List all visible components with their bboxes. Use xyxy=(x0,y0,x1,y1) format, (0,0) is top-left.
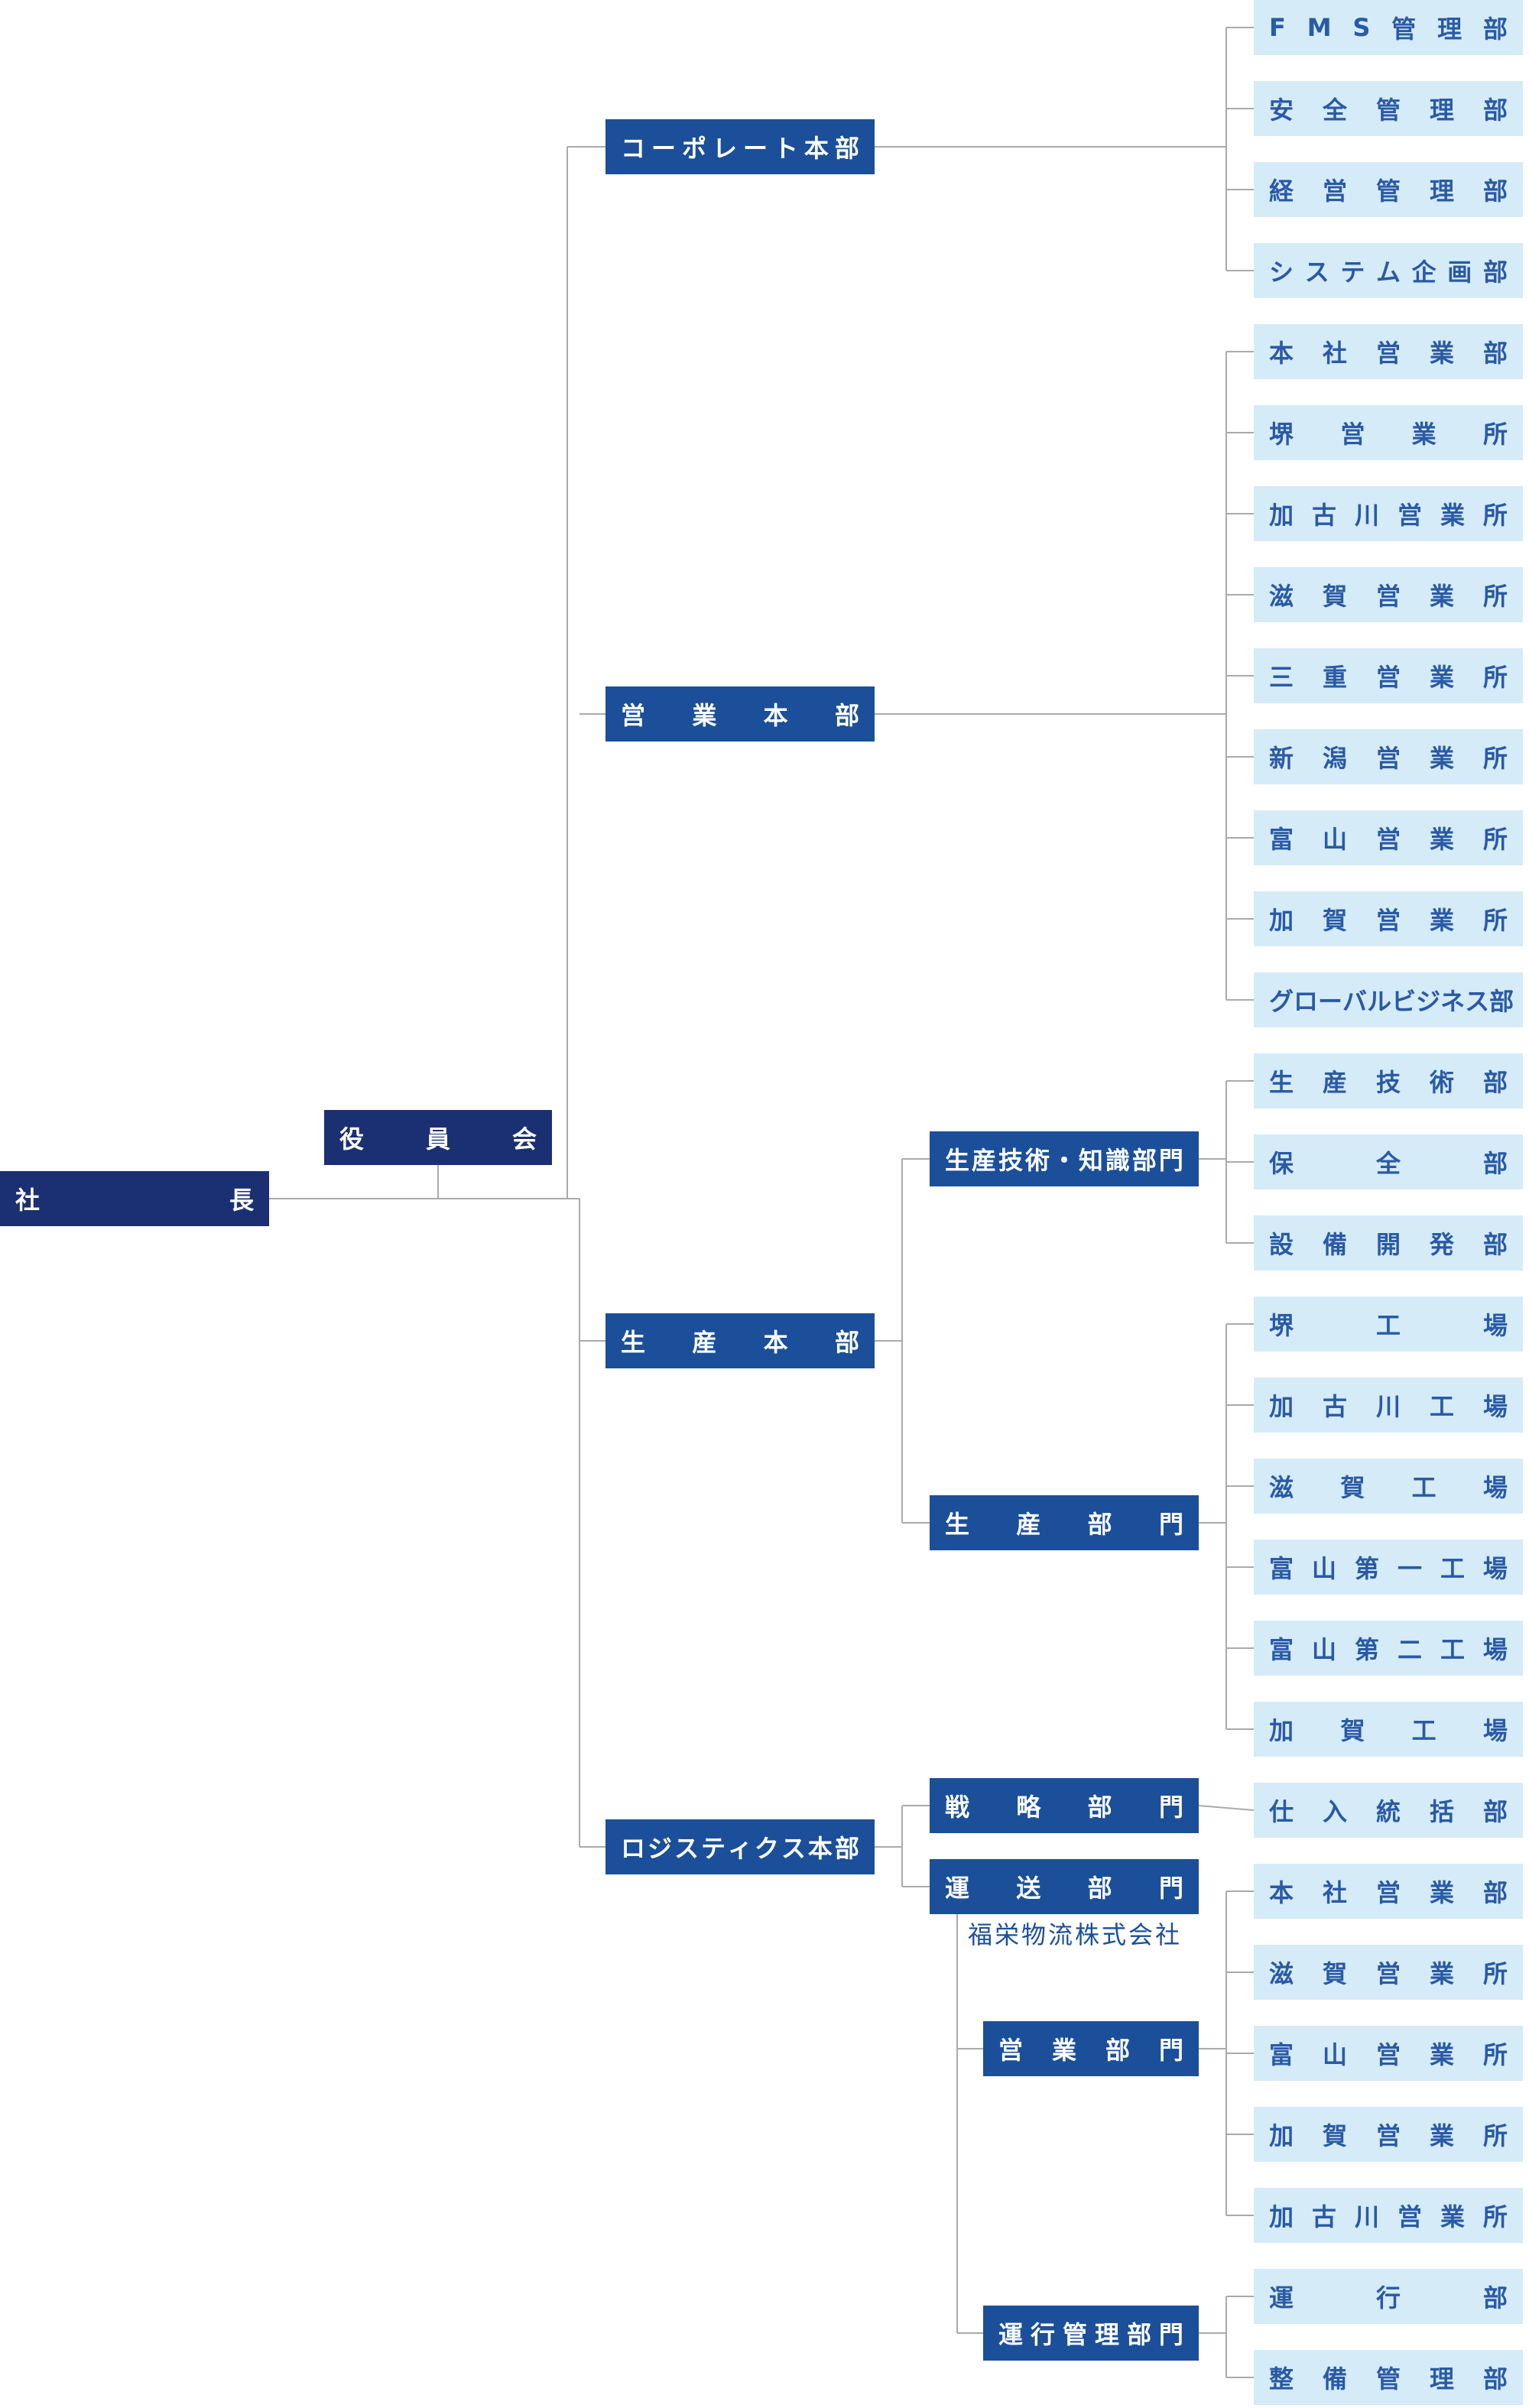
department-box: 安全管理部 xyxy=(1254,81,1523,136)
department-box: 加古川営業所 xyxy=(1254,2188,1523,2243)
department-box: 富山営業所 xyxy=(1254,810,1523,865)
section-tech-knowledge: 生産技術・知識部門 xyxy=(930,1131,1199,1186)
department-box: 保全部 xyxy=(1254,1134,1523,1189)
department-box: 滋賀営業所 xyxy=(1254,1945,1523,2000)
division-sales: 営業本部 xyxy=(605,686,875,742)
department-box: 経営管理部 xyxy=(1254,162,1523,217)
department-box: システム企画部 xyxy=(1254,243,1523,298)
department-box: 本社営業部 xyxy=(1254,324,1523,379)
department-box: 運行部 xyxy=(1254,2269,1523,2324)
section-fukuei-sales: 営業部門 xyxy=(983,2021,1199,2076)
department-box: 三重営業所 xyxy=(1254,648,1523,703)
department-box: 堺工場 xyxy=(1254,1296,1523,1352)
department-box: 滋賀営業所 xyxy=(1254,567,1523,622)
department-box: 堺営業所 xyxy=(1254,405,1523,460)
department-box: 仕入統括部 xyxy=(1254,1783,1523,1838)
department-box: 加賀営業所 xyxy=(1254,891,1523,946)
department-box: 本社営業部 xyxy=(1254,1864,1523,1919)
president-box: 社長 xyxy=(0,1171,269,1226)
section-transport: 運送部門 xyxy=(930,1859,1199,1914)
department-box: 加古川営業所 xyxy=(1254,486,1523,541)
department-box: 加古川工場 xyxy=(1254,1378,1523,1433)
department-box: 加賀工場 xyxy=(1254,1702,1523,1757)
division-logistics: ロジスティクス本部 xyxy=(605,1819,875,1874)
department-box: 整備管理部 xyxy=(1254,2350,1523,2405)
division-corporate: コーポレート本部 xyxy=(605,119,875,174)
section-operation: 運行管理部門 xyxy=(983,2306,1199,2361)
board-box: 役員会 xyxy=(324,1110,552,1165)
department-box: 富山第一工場 xyxy=(1254,1540,1523,1595)
department-box: 滋賀工場 xyxy=(1254,1459,1523,1514)
section-production: 生産部門 xyxy=(930,1495,1199,1550)
department-box: 加賀営業所 xyxy=(1254,2107,1523,2162)
department-box: グローバルビジネス部 xyxy=(1254,972,1523,1027)
department-box: 富山第二工場 xyxy=(1254,1621,1523,1676)
department-box: 富山営業所 xyxy=(1254,2026,1523,2081)
department-box: 新潟営業所 xyxy=(1254,729,1523,784)
section-strategy: 戦略部門 xyxy=(930,1778,1199,1833)
department-box: 設備開発部 xyxy=(1254,1215,1523,1271)
department-box: 生産技術部 xyxy=(1254,1053,1523,1108)
division-production: 生産本部 xyxy=(605,1313,875,1368)
subsidiary-caption: 福栄物流株式会社 xyxy=(968,1920,1183,1949)
